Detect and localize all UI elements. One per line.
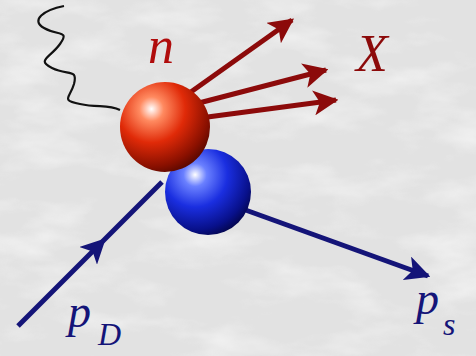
spectator-line <box>240 208 428 276</box>
hadron-arrow <box>200 100 336 118</box>
photon-line <box>38 6 120 110</box>
hadron-arrow <box>195 70 326 104</box>
neutron-sphere <box>120 82 210 172</box>
momentum-subscript: D <box>98 318 121 350</box>
momentum-label: p <box>416 276 439 322</box>
momentum-label: p <box>68 289 91 335</box>
momentum-subscript: s <box>443 308 455 340</box>
particle-label: X <box>356 28 388 80</box>
particle-label: n <box>148 20 174 72</box>
